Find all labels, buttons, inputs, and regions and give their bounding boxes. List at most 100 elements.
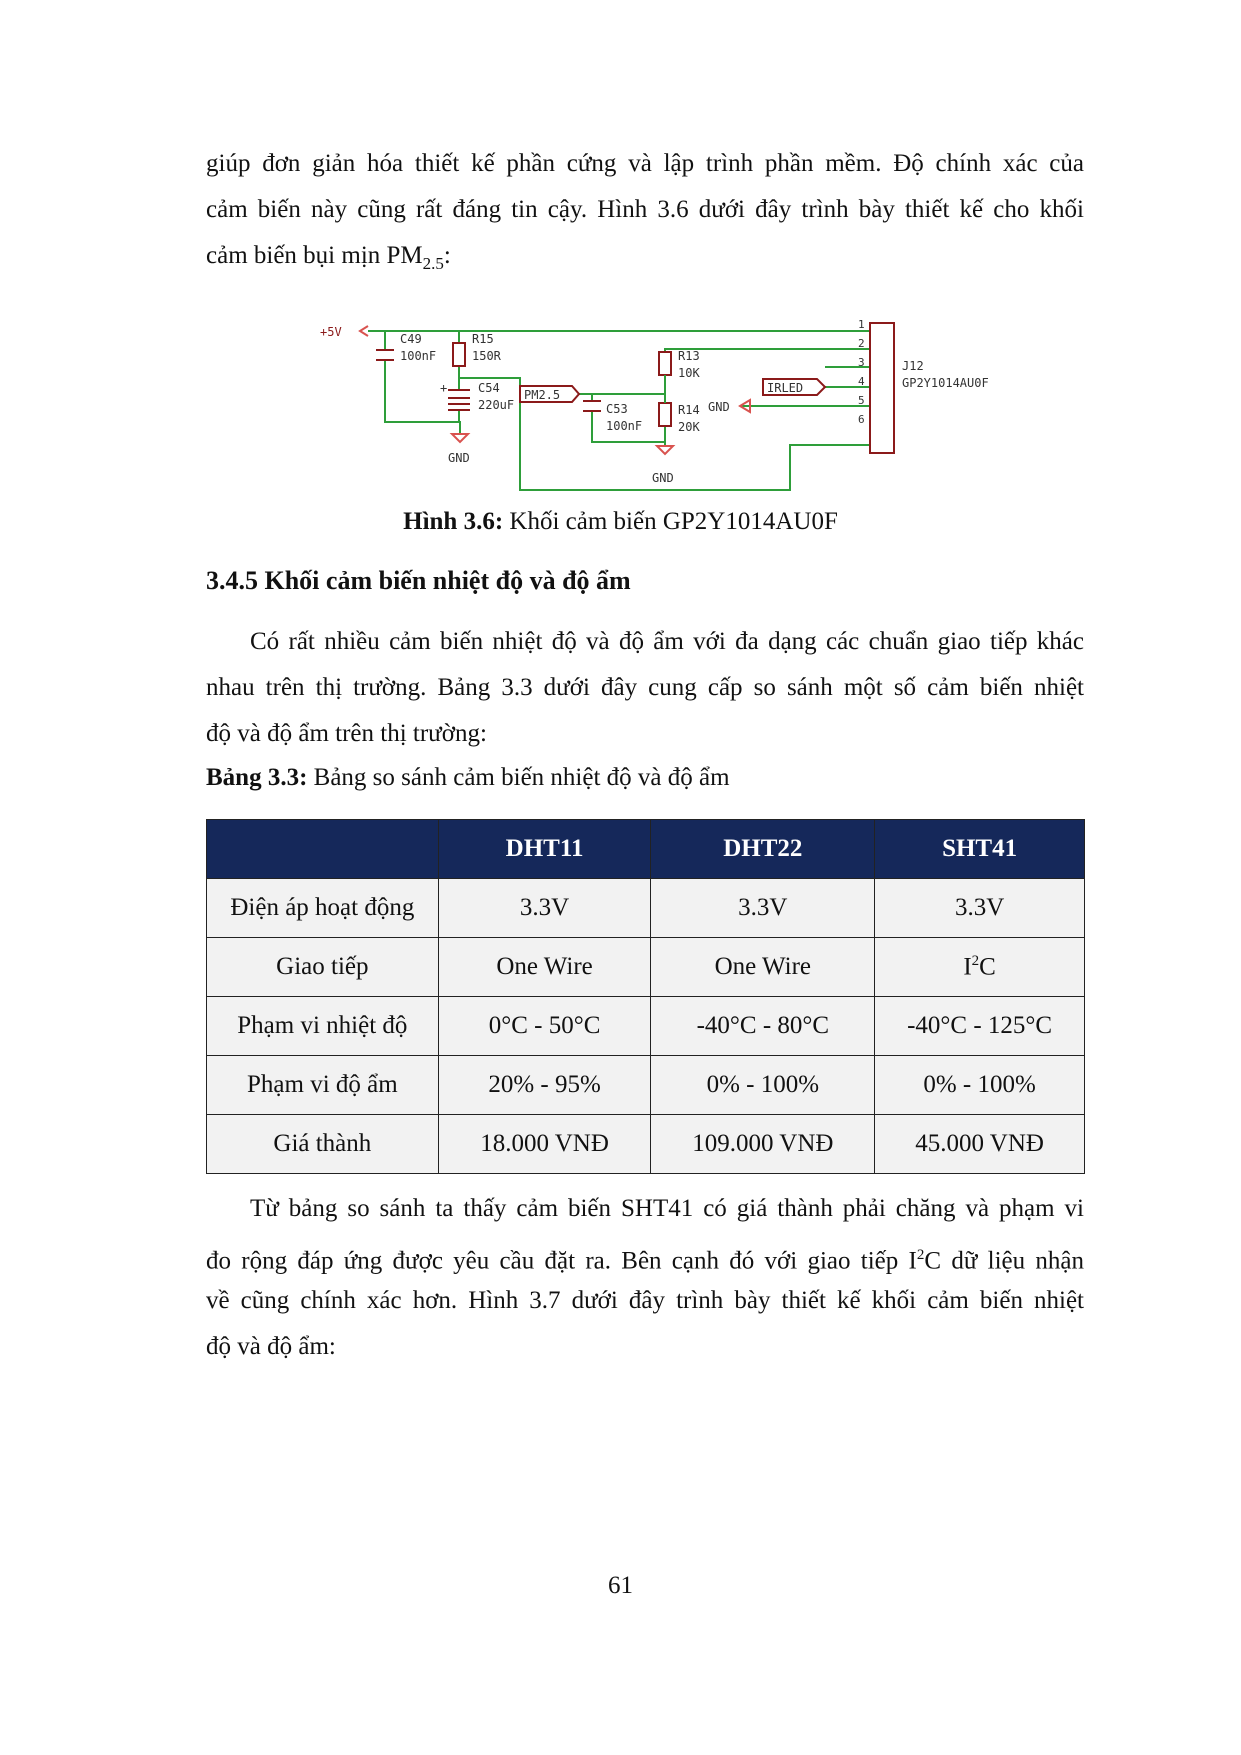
- pm-subscript: 2.5: [422, 254, 444, 273]
- pin-1: 1: [858, 318, 865, 331]
- i2c-superscript: 2: [971, 952, 980, 969]
- row-label: Điện áp hoạt động: [206, 878, 439, 938]
- table-row: Giá thành 18.000 VNĐ 109.000 VNĐ 45.000 …: [206, 1114, 1085, 1174]
- c54-polarity: +: [440, 381, 447, 395]
- power-arrow-icon: [358, 325, 369, 337]
- c53-ref: C53: [606, 402, 628, 416]
- i2c-end: C: [979, 953, 996, 981]
- intro-line-3-text: cảm biến bụi mịn PM: [206, 242, 423, 269]
- pin-2: 2: [858, 337, 865, 350]
- intro-line-2: cảm biến này cũng rất đáng tin cậy. Hình…: [206, 196, 1084, 223]
- c49-ref: C49: [400, 332, 422, 346]
- intro-paragraph: giúp đơn giản hóa thiết kế phần cứng và …: [206, 141, 1084, 279]
- r13-value: 10K: [678, 366, 700, 380]
- pin-6: 6: [858, 413, 865, 426]
- c53-value: 100nF: [606, 419, 642, 433]
- r13-ref: R13: [678, 349, 700, 363]
- pm25-label-text: PM2.5: [524, 388, 560, 402]
- ground-icon-mid: [654, 445, 676, 456]
- header-dht11: DHT11: [437, 819, 652, 879]
- row-label: Phạm vi nhiệt độ: [206, 996, 439, 1056]
- intro-line-3-end: :: [443, 242, 451, 269]
- outro-line-2-b: C dữ liệu nhận: [924, 1247, 1084, 1275]
- connector-j12: [869, 322, 895, 454]
- table-row: Phạm vi nhiệt độ 0°C - 50°C -40°C - 80°C…: [206, 996, 1085, 1056]
- gnd-left-label: GND: [448, 451, 470, 465]
- table-row: Phạm vi độ ẩm 20% - 95% 0% - 100% 0% - 1…: [206, 1055, 1085, 1115]
- capacitor-c53: [583, 400, 601, 412]
- cell-dht11: 0°C - 50°C: [437, 996, 652, 1056]
- table-caption-label: Bảng 3.3:: [206, 764, 308, 791]
- cell-dht22: 3.3V: [650, 878, 876, 938]
- section-line-1: Có rất nhiều cảm biến nhiệt độ và độ ẩm …: [250, 628, 1084, 655]
- outro-line-2-a: đo rộng đáp ứng được yêu cầu đặt ra. Bên…: [206, 1247, 917, 1275]
- cell-sht41: I2C: [874, 937, 1085, 997]
- gnd-right-label: GND: [708, 400, 730, 414]
- pin-4: 4: [858, 375, 865, 388]
- row-label: Phạm vi độ ẩm: [206, 1055, 439, 1115]
- r15-value: 150R: [472, 349, 502, 363]
- cell-sht41: 0% - 100%: [874, 1055, 1085, 1115]
- resistor-r15: [452, 342, 466, 367]
- ground-icon-left: [449, 433, 471, 444]
- capacitor-c49: [376, 349, 394, 361]
- r14-ref: R14: [678, 403, 700, 417]
- j12-value: GP2Y1014AU0F: [902, 376, 989, 390]
- section-line-2: nhau trên thị trường. Bảng 3.3 dưới đây …: [206, 674, 1084, 701]
- table-row: Điện áp hoạt động 3.3V 3.3V 3.3V: [206, 878, 1085, 938]
- cell-dht11: 20% - 95%: [437, 1055, 652, 1115]
- irled-label-text: IRLED: [767, 381, 803, 395]
- j12-pin-numbers: 1 2 3 4 5 6: [858, 318, 865, 426]
- table-caption-text: Bảng so sánh cảm biến nhiệt độ và độ ẩm: [307, 764, 730, 791]
- figure-caption-text: Khối cảm biến GP2Y1014AU0F: [503, 508, 838, 535]
- i2c-base: I: [963, 953, 972, 981]
- c54-ref: C54: [478, 381, 500, 395]
- header-empty: [206, 819, 439, 879]
- cell-sht41: 3.3V: [874, 878, 1085, 938]
- cell-dht11: One Wire: [437, 937, 652, 997]
- section-paragraph: Có rất nhiều cảm biến nhiệt độ và độ ẩm …: [206, 619, 1084, 757]
- outro-line-4: độ và độ ẩm:: [206, 1333, 336, 1360]
- page-number: 61: [608, 1572, 633, 1599]
- schematic-diagram: +5V C49 100nF R15 150R + C54 220uF GND P…: [320, 318, 989, 491]
- header-dht22: DHT22: [650, 819, 876, 879]
- resistor-r13: [658, 351, 672, 376]
- outro-line-2: đo rộng đáp ứng được yêu cầu đặt ra. Bên…: [206, 1232, 1084, 1278]
- outro-i2c-superscript: 2: [916, 1247, 925, 1263]
- cell-dht11: 18.000 VNĐ: [437, 1114, 652, 1174]
- header-sht41: SHT41: [874, 819, 1085, 879]
- comparison-table: DHT11 DHT22 SHT41 Điện áp hoạt động 3.3V…: [206, 819, 1085, 1174]
- cell-dht11: 3.3V: [437, 878, 652, 938]
- pm25-net-label: [519, 385, 581, 403]
- outro-line-1: Từ bảng so sánh ta thấy cảm biến SHT41 c…: [250, 1195, 1084, 1222]
- j12-ref: J12: [902, 359, 924, 373]
- gnd-mid-label: GND: [652, 471, 674, 485]
- net-5v-label: +5V: [320, 325, 342, 339]
- irled-net-label: [762, 378, 827, 396]
- cell-sht41: 45.000 VNĐ: [874, 1114, 1085, 1174]
- intro-line-1: giúp đơn giản hóa thiết kế phần cứng và …: [206, 150, 1084, 177]
- table-caption: Bảng 3.3: Bảng so sánh cảm biến nhiệt độ…: [206, 764, 730, 792]
- ground-icon-right: [738, 398, 751, 414]
- pin-5: 5: [858, 394, 865, 407]
- table-row: Giao tiếp One Wire One Wire I2C: [206, 937, 1085, 997]
- c54-value: 220uF: [478, 398, 514, 412]
- cell-sht41: -40°C - 125°C: [874, 996, 1085, 1056]
- c49-value: 100nF: [400, 349, 436, 363]
- intro-line-3: cảm biến bụi mịn PM2.5:: [206, 233, 1084, 279]
- outro-line-3: về cũng chính xác hơn. Hình 3.7 dưới đây…: [206, 1287, 1084, 1314]
- figure-caption-label: Hình 3.6:: [403, 508, 504, 535]
- cell-dht22: One Wire: [650, 937, 876, 997]
- cell-dht22: 0% - 100%: [650, 1055, 876, 1115]
- cell-dht22: 109.000 VNĐ: [650, 1114, 876, 1174]
- cell-dht22: -40°C - 80°C: [650, 996, 876, 1056]
- pin-3: 3: [858, 356, 865, 369]
- r14-value: 20K: [678, 420, 700, 434]
- row-label: Giao tiếp: [206, 937, 439, 997]
- section-line-3: độ và độ ẩm trên thị trường:: [206, 720, 487, 747]
- table-header-row: DHT11 DHT22 SHT41: [206, 819, 1085, 879]
- r15-ref: R15: [472, 332, 494, 346]
- outro-paragraph: Từ bảng so sánh ta thấy cảm biến SHT41 c…: [206, 1186, 1084, 1370]
- row-label: Giá thành: [206, 1114, 439, 1174]
- capacitor-c54: [448, 389, 470, 411]
